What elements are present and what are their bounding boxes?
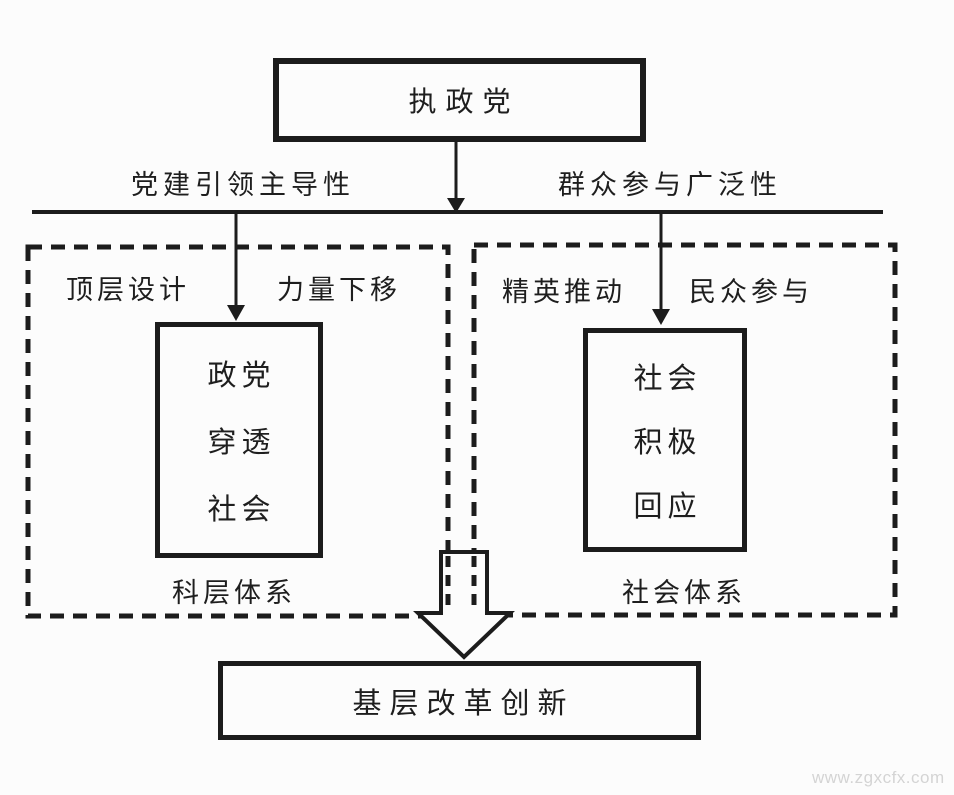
down-arrow-icon [447,136,465,213]
right-inner-line1: 社会 [633,363,702,395]
left-inner-line1: 政党 [207,360,276,392]
left-branch-arrow-icon [227,213,245,321]
right-inner-line2: 积极 [633,427,702,459]
top-node-label: 执政党 [408,87,520,118]
watermark: www.zgxcfx.com [812,768,945,787]
right-panel-top-right-label: 民众参与 [689,277,813,307]
right-inner-line3: 回应 [633,491,702,523]
right-panel-top-left-label: 精英推动 [502,277,626,307]
left-inner-line2: 穿透 [207,427,276,459]
left-inner-box: 政党 穿透 社会 [155,322,323,558]
big-down-arrow-icon [413,550,515,660]
left-panel-top-right-label: 力量下移 [277,275,401,305]
right-branch-arrow-icon [652,213,670,325]
branch-label-right: 群众参与广泛性 [558,170,782,200]
right-panel-bottom-label: 社会体系 [622,578,746,608]
right-dashed-panel-border [471,242,898,618]
top-node-box: 执政党 [273,58,646,142]
branch-label-left: 党建引领主导性 [131,170,355,200]
bottom-node-label: 基层改革创新 [352,687,575,720]
left-panel-bottom-label: 科层体系 [172,578,296,608]
bottom-node-box: 基层改革创新 [218,661,701,740]
right-inner-box: 社会 积极 回应 [583,328,747,552]
left-dashed-panel-border [25,244,451,619]
left-inner-line3: 社会 [207,494,276,526]
left-panel-top-left-label: 顶层设计 [66,275,190,305]
